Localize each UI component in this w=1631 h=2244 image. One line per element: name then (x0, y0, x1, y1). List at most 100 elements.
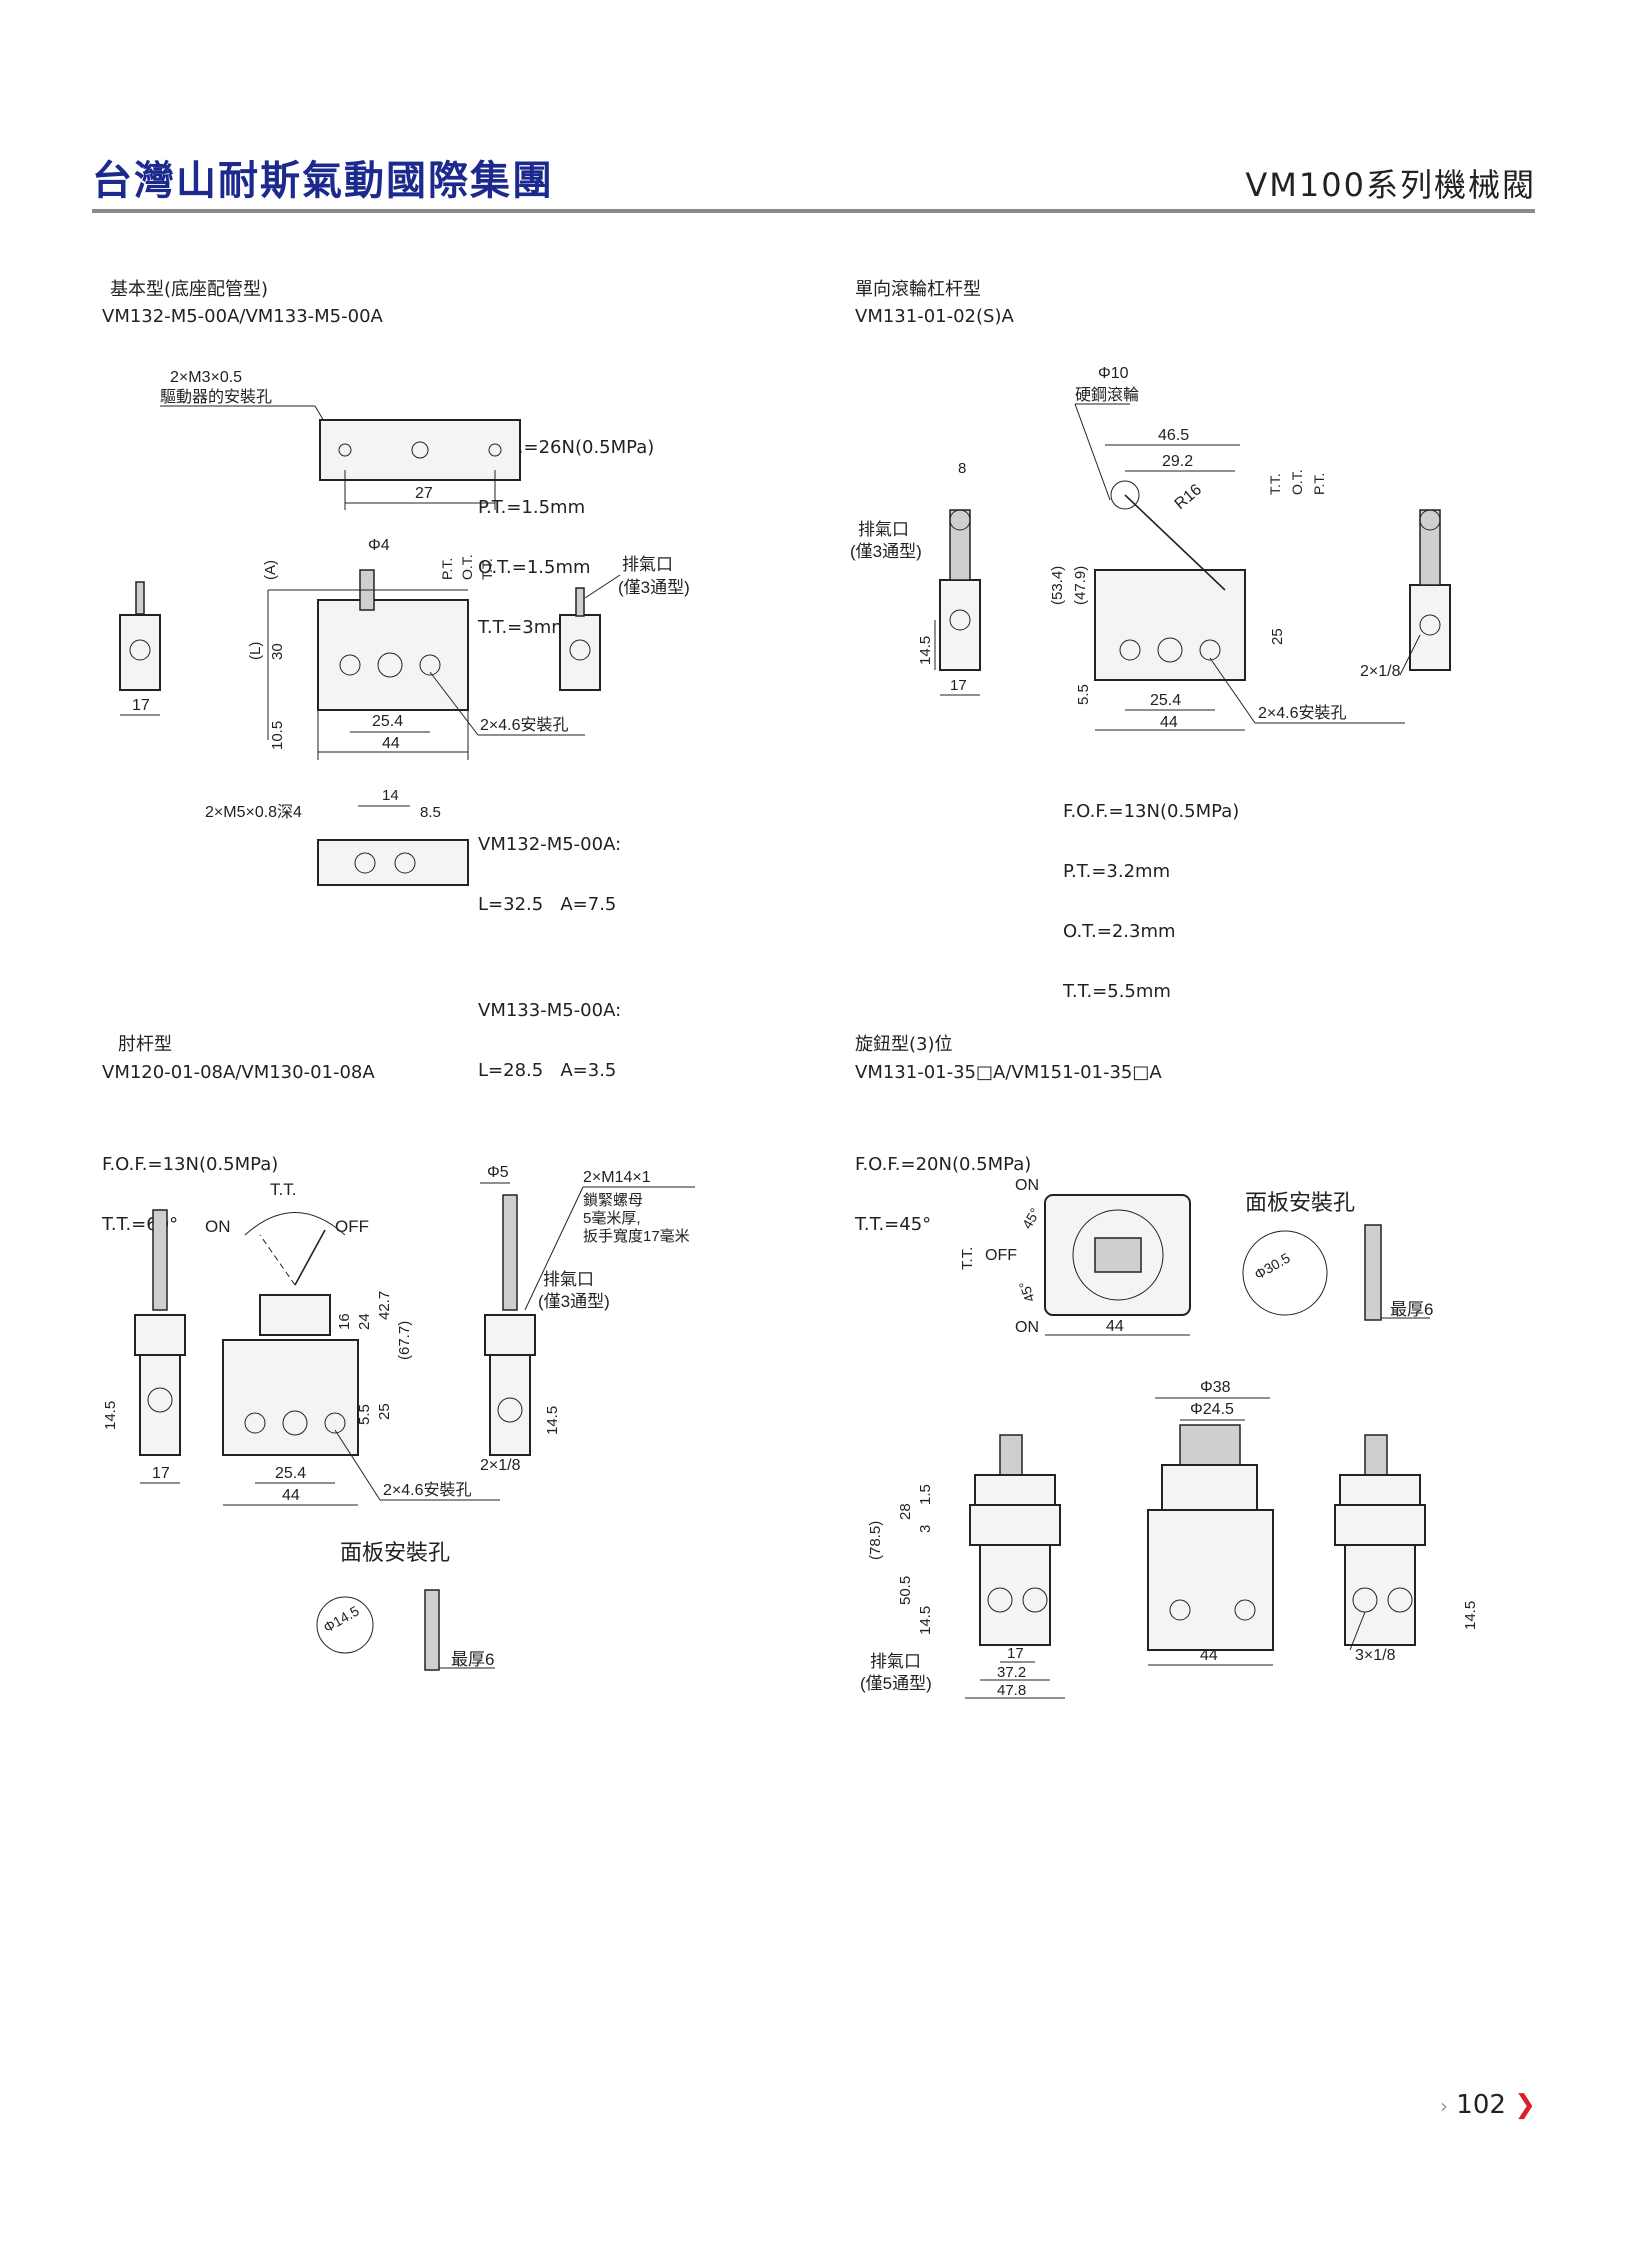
roller-mount-holes: 2×4.6安裝孔 (1258, 704, 1347, 722)
basic-mount-size: 2×M3×0.5 (170, 369, 242, 386)
basic-ot: O.T. (459, 554, 475, 580)
page-next-arrow-icon: ❯ (1514, 2090, 1536, 2120)
roller-exhaust: 排氣口 (858, 520, 909, 539)
roller-spec-tt: T.T.=5.5mm (1063, 981, 1171, 1002)
basic-mount-holes: 2×4.6安裝孔 (480, 716, 569, 734)
toggle-section-model: VM120-01-08A/VM130-01-08A (102, 1062, 375, 1083)
roller-dim29-2: 29.2 (1162, 453, 1193, 470)
basic-variant2-dims: L=28.5 A=3.5 (478, 1060, 617, 1081)
roller-dim25-4: 25.4 (1150, 692, 1181, 709)
roller-roller: 硬鋼滾輪 (1075, 386, 1139, 404)
roller-pt: P.T. (1311, 473, 1327, 495)
basic-drawing: 2×M3×0.5 驅動器的安裝孔 27 Φ4 (A) (L) 30 10.5 P… (119, 369, 690, 886)
knob-dim14-5: 14.5 (917, 1606, 934, 1635)
toggle-dim25-4: 25.4 (275, 1465, 306, 1482)
toggle-section-title: 肘杆型 (118, 1034, 172, 1055)
basic-spec-block: F.O.F.=26N(0.5MPa) P.T.=1.5mm O.T.=1.5mm… (478, 398, 654, 658)
basic-A: (A) (262, 560, 279, 580)
basic-dim27: 27 (415, 485, 433, 502)
basic-spec-pt: P.T.=1.5mm (478, 497, 586, 518)
knob-on-top: ON (1015, 1177, 1039, 1194)
toggle-port: 2×1/8 (480, 1457, 521, 1474)
roller-phi10: Φ10 (1098, 365, 1129, 382)
toggle-nut3: 扳手寬度17毫米 (583, 1227, 690, 1245)
toggle-phi5: Φ5 (487, 1165, 509, 1181)
basic-section-title: 基本型(底座配管型) (110, 279, 269, 300)
toggle-thread: 2×M14×1 (583, 1169, 651, 1186)
basic-variant1: VM132-M5-00A: (478, 834, 622, 855)
toggle-dim24: 24 (356, 1313, 373, 1330)
toggle-dim14-5: 14.5 (102, 1401, 119, 1430)
toggle-nut1: 鎖緊螺母 (583, 1192, 643, 1209)
basic-phi4: Φ4 (368, 537, 390, 554)
toggle-dim17: 17 (152, 1465, 170, 1482)
roller-spec-ot: O.T.=2.3mm (1063, 921, 1176, 942)
knob-dim44: 44 (1200, 1647, 1218, 1664)
knob-dim3: 3 (917, 1525, 934, 1533)
toggle-exhaust-note: (僅3通型) (538, 1292, 610, 1311)
basic-exhaust-note: (僅3通型) (618, 578, 690, 597)
toggle-panel-title: 面板安裝孔 (340, 1540, 450, 1565)
basic-dim14: 14 (382, 787, 399, 804)
roller-dim17: 17 (950, 677, 967, 694)
knob-phi24-5: Φ24.5 (1190, 1401, 1234, 1418)
toggle-on: ON (205, 1217, 231, 1236)
basic-variants: VM132-M5-00A: L=32.5 A=7.5 VM133-M5-00A:… (478, 795, 621, 1101)
knob-phi38: Φ38 (1200, 1379, 1231, 1396)
roller-ot: O.T. (1289, 469, 1305, 495)
knob-dim1-5: 1.5 (917, 1484, 934, 1505)
basic-dim44: 44 (382, 735, 400, 752)
page-number-block: › 102 ❯ (1440, 2090, 1536, 2120)
knob-dim37-2: 37.2 (997, 1664, 1026, 1681)
roller-tt: T.T. (1267, 473, 1283, 495)
knob-dim17: 17 (1007, 1645, 1024, 1662)
toggle-dim16: 16 (336, 1313, 353, 1330)
toggle-dim14-5b: 14.5 (544, 1406, 561, 1435)
knob-dim44-top: 44 (1106, 1318, 1124, 1335)
knob-spec-block: F.O.F.=20N(0.5MPa) T.T.=45° (855, 1115, 1031, 1255)
toggle-max-thickness: 最厚6 (451, 1650, 494, 1669)
roller-section-model: VM131-01-02(S)A (855, 306, 1014, 327)
basic-L: (L) (247, 642, 264, 660)
knob-phi30-5: Φ30.5 (1252, 1249, 1293, 1282)
knob-dim78-5: (78.5) (867, 1521, 884, 1560)
page-number: 102 (1456, 2090, 1506, 2120)
toggle-dim5-5: 5.5 (356, 1404, 373, 1425)
toggle-mount-holes: 2×4.6安裝孔 (383, 1481, 472, 1499)
roller-spec-block: F.O.F.=13N(0.5MPa) P.T.=3.2mm O.T.=2.3mm… (1063, 762, 1239, 1022)
knob-max-thickness: 最厚6 (1390, 1300, 1433, 1319)
basic-dim30: 30 (269, 643, 286, 660)
toggle-dim25: 25 (376, 1403, 393, 1420)
knob-spec-tt: T.T.=45° (855, 1214, 932, 1235)
knob-panel-title: 面板安裝孔 (1245, 1190, 1355, 1215)
basic-section-model: VM132-M5-00A/VM133-M5-00A (102, 306, 383, 327)
basic-spec-fof: F.O.F.=26N(0.5MPa) (478, 437, 655, 458)
roller-dim5-5: 5.5 (1075, 684, 1092, 705)
knob-dim50-5: 50.5 (897, 1576, 914, 1605)
header-rule (92, 209, 1535, 213)
toggle-tt: T.T. (270, 1180, 296, 1199)
series-title: VM100系列機械閥 (1245, 166, 1536, 204)
basic-dim10-5: 10.5 (269, 721, 286, 750)
knob-drawing: ON 45° T.T. OFF 45° ON 44 面板安裝孔 Φ30.5 最厚… (860, 1177, 1479, 1699)
roller-dim53-4: (53.4) (1049, 566, 1066, 605)
basic-pt: P.T. (439, 558, 455, 580)
basic-mount-desc: 驅動器的安裝孔 (160, 388, 272, 406)
toggle-exhaust: 排氣口 (543, 1270, 594, 1289)
roller-spec-fof: F.O.F.=13N(0.5MPa) (1063, 801, 1240, 822)
basic-spec-ot: O.T.=1.5mm (478, 557, 591, 578)
roller-dim25: 25 (1269, 628, 1286, 645)
toggle-dim67-7: (67.7) (396, 1321, 413, 1360)
knob-deg45-top: 45° (1019, 1205, 1043, 1231)
roller-port: 2×1/8 (1360, 663, 1401, 680)
roller-exhaust-note: (僅3通型) (850, 542, 922, 561)
toggle-dim44: 44 (282, 1487, 300, 1504)
knob-on-bot: ON (1015, 1319, 1039, 1336)
roller-section-title: 單向滾輪杠杆型 (855, 279, 981, 300)
basic-variant1-dims: L=32.5 A=7.5 (478, 894, 617, 915)
roller-spec-pt: P.T.=3.2mm (1063, 861, 1171, 882)
knob-section-title: 旋鈕型(3)位 (855, 1034, 953, 1055)
knob-dim47-8: 47.8 (997, 1682, 1026, 1699)
knob-section-model: VM131-01-35□A/VM151-01-35□A (855, 1062, 1162, 1083)
toggle-off: OFF (335, 1217, 369, 1236)
